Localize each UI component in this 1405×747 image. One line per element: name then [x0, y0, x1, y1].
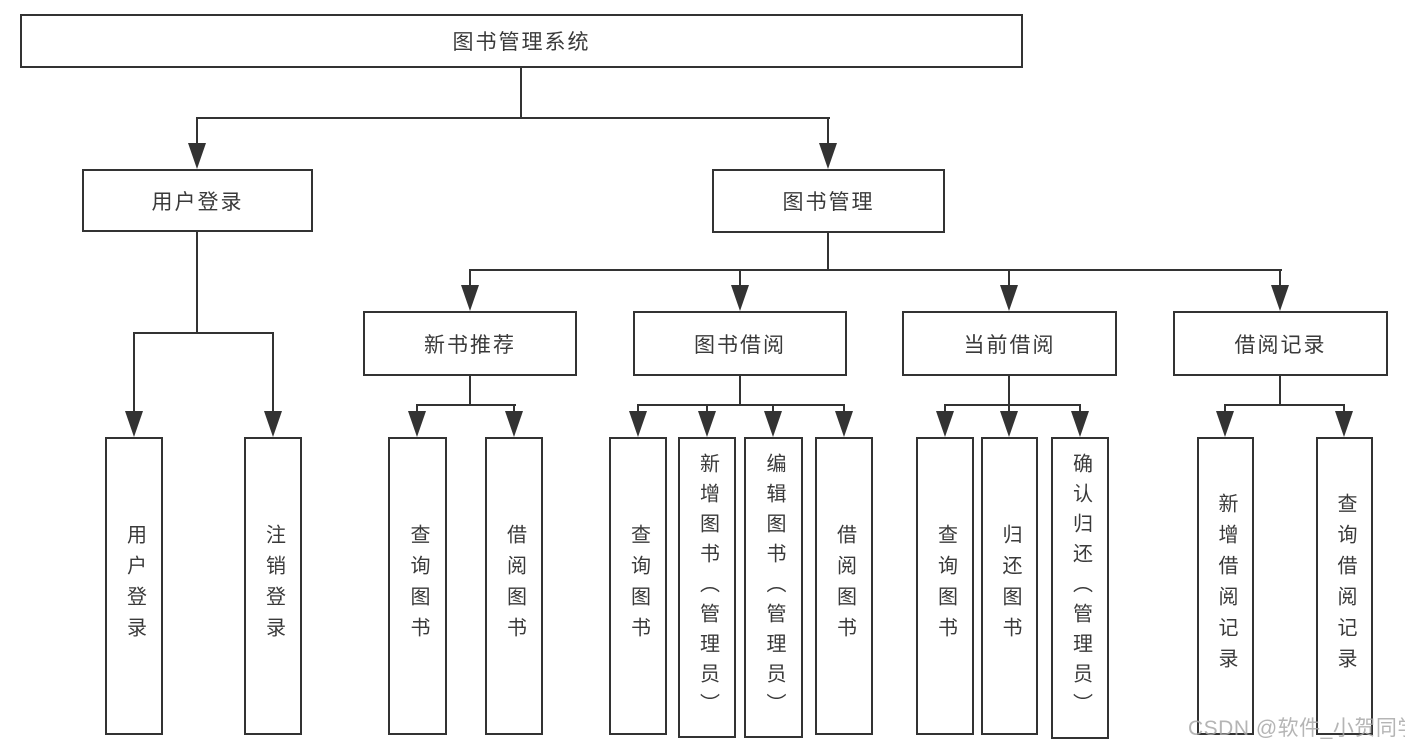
arrowhead-down-icon	[264, 411, 282, 437]
connector-userlogin-hline	[133, 332, 274, 334]
arrowhead-down-icon	[461, 285, 479, 311]
node-new-book-recommend: 新书推荐	[363, 311, 577, 376]
node-login: 用户登录	[105, 437, 163, 735]
connector-root-drop	[520, 68, 522, 118]
node-add-books-admin-label: 新增图书（管理员）	[696, 452, 719, 723]
node-logout-label: 注销登录	[262, 524, 285, 648]
node-borrow-books-recommend: 借阅图书	[485, 437, 543, 735]
node-borrow-books-recommend-label: 借阅图书	[503, 524, 526, 648]
node-user-login: 用户登录	[82, 169, 313, 232]
arrowhead-down-icon	[764, 411, 782, 437]
node-return-books-label: 归还图书	[999, 524, 1021, 648]
node-query-books-current-label: 查询图书	[934, 524, 957, 648]
connector-drop-user-login	[196, 117, 198, 145]
arrowhead-down-icon	[1335, 411, 1353, 437]
node-confirm-return-admin-label: 确认归还（管理员）	[1069, 453, 1092, 723]
connector-leaf-drop	[1008, 404, 1010, 413]
node-add-books-admin: 新增图书（管理员）	[678, 437, 736, 738]
node-user-login-label: 用户登录	[151, 190, 244, 214]
node-current-borrowing-label: 当前借阅	[963, 333, 1056, 357]
node-edit-books-admin: 编辑图书（管理员）	[744, 437, 803, 738]
connector-leaf-drop	[772, 404, 774, 413]
node-add-borrow-record-label: 新增借阅记录	[1215, 493, 1237, 679]
connector-bookmgmt-drop	[827, 233, 829, 271]
node-root: 图书管理系统	[20, 14, 1023, 68]
arrowhead-down-icon	[629, 411, 647, 437]
arrowhead-down-icon	[731, 285, 749, 311]
node-root-label: 图书管理系统	[452, 31, 591, 54]
node-query-borrow-record-label: 查询借阅记录	[1334, 493, 1356, 679]
node-query-books-recommend: 查询图书	[388, 437, 447, 735]
connector-leaf-drop	[416, 404, 418, 413]
node-logout: 注销登录	[244, 437, 302, 735]
node-borrow-books: 借阅图书	[815, 437, 873, 735]
node-current-borrowing: 当前借阅	[902, 311, 1117, 376]
arrowhead-down-icon	[188, 143, 206, 169]
connector-recommend-drop	[469, 376, 471, 406]
connector-borrowing-hline	[637, 404, 845, 406]
connector-userlogin-drop	[196, 232, 198, 334]
node-confirm-return-admin: 确认归还（管理员）	[1051, 437, 1109, 739]
node-query-books-borrow: 查询图书	[609, 437, 667, 735]
arrowhead-down-icon	[936, 411, 954, 437]
arrowhead-down-icon	[835, 411, 853, 437]
node-borrow-records: 借阅记录	[1173, 311, 1388, 376]
connector-drop-recommend	[469, 269, 471, 287]
node-new-book-recommend-label: 新书推荐	[424, 333, 516, 357]
connector-drop-book-management	[827, 117, 829, 145]
node-book-management-label: 图书管理	[782, 191, 875, 214]
connector-leaf-drop	[1079, 404, 1081, 413]
connector-recommend-hline	[416, 404, 516, 406]
connector-current-hline	[944, 404, 1081, 406]
node-book-borrowing: 图书借阅	[633, 311, 847, 376]
connector-current-drop	[1008, 376, 1010, 406]
connector-leaf-drop	[513, 404, 515, 413]
connector-leaf-drop	[1343, 404, 1345, 413]
connector-root-hline	[196, 117, 830, 119]
arrowhead-down-icon	[125, 411, 143, 437]
node-query-borrow-record: 查询借阅记录	[1316, 437, 1373, 735]
node-edit-books-admin-label: 编辑图书（管理员）	[763, 452, 785, 723]
connector-records-drop	[1279, 376, 1281, 406]
node-login-label: 用户登录	[123, 524, 146, 648]
arrowhead-down-icon	[1000, 285, 1018, 311]
connector-leaf-drop	[637, 404, 639, 413]
watermark: CSDN @软件_小贺同学	[1188, 717, 1405, 740]
connector-leaf-drop	[706, 404, 708, 413]
arrowhead-down-icon	[1000, 411, 1018, 437]
connector-drop-borrowing	[739, 269, 741, 287]
node-borrow-books-label: 借阅图书	[833, 524, 856, 648]
arrowhead-down-icon	[819, 143, 837, 169]
connector-records-hline	[1224, 404, 1345, 406]
node-query-books-recommend-label: 查询图书	[407, 524, 429, 648]
arrowhead-down-icon	[1271, 285, 1289, 311]
arrowhead-down-icon	[1071, 411, 1089, 437]
node-add-borrow-record: 新增借阅记录	[1197, 437, 1254, 735]
node-query-books-borrow-label: 查询图书	[627, 524, 650, 648]
arrowhead-down-icon	[408, 411, 426, 437]
connector-drop-records	[1279, 269, 1281, 287]
connector-leaf-drop	[1224, 404, 1226, 413]
node-book-management: 图书管理	[712, 169, 945, 233]
connector-bookmgmt-hline	[469, 269, 1282, 271]
connector-leaf-drop	[944, 404, 946, 413]
connector-borrowing-drop	[739, 376, 741, 406]
node-return-books: 归还图书	[981, 437, 1038, 735]
connector-drop-login	[133, 332, 135, 413]
node-query-books-current: 查询图书	[916, 437, 974, 735]
node-book-borrowing-label: 图书借阅	[694, 333, 786, 357]
arrowhead-down-icon	[1216, 411, 1234, 437]
arrowhead-down-icon	[698, 411, 716, 437]
node-borrow-records-label: 借阅记录	[1234, 333, 1327, 357]
connector-drop-current	[1008, 269, 1010, 287]
connector-leaf-drop	[843, 404, 845, 413]
arrowhead-down-icon	[505, 411, 523, 437]
connector-drop-logout	[272, 332, 274, 413]
